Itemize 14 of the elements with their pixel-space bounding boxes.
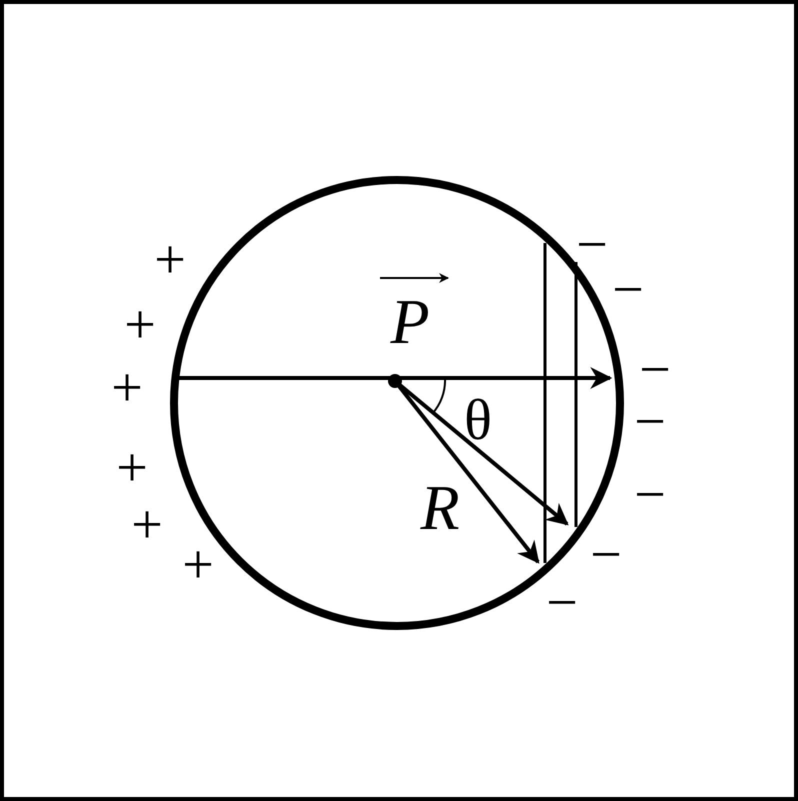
charge-sign: + <box>131 497 163 553</box>
vector-label: P <box>390 290 430 354</box>
charge-sign: + <box>111 360 143 416</box>
charge-sign: − <box>546 575 578 631</box>
charge-sign: + <box>116 440 148 496</box>
charge-sign: − <box>634 467 666 523</box>
charge-sign: + <box>154 232 186 288</box>
charge-sign: + <box>124 297 156 353</box>
charge-sign: + <box>182 537 214 593</box>
angle-label: θ <box>464 391 492 449</box>
radius-label: R <box>420 476 460 540</box>
charge-sign: − <box>590 527 622 583</box>
charge-sign: − <box>576 217 608 273</box>
charge-sign: − <box>612 262 644 318</box>
